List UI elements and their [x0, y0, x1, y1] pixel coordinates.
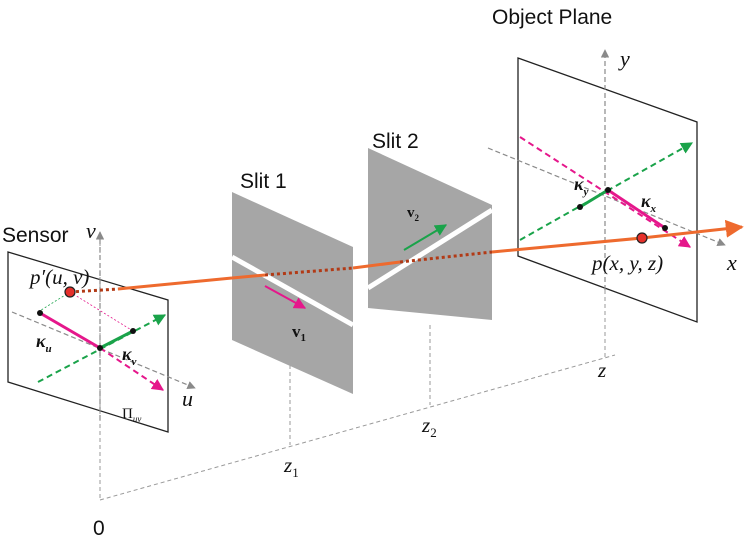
- sensor-green-guide: [37, 291, 71, 313]
- ray-segment-sensor: [69, 287, 119, 294]
- kappa-x-segment: [607, 188, 666, 230]
- y-axis-label: y: [618, 46, 630, 71]
- x-axis-label: x: [726, 250, 737, 275]
- kappa-y-segment: [579, 188, 609, 209]
- ground-guide-line: [99, 354, 616, 501]
- v1-arrow: [264, 285, 307, 309]
- object-dot-center: [605, 187, 611, 193]
- sensor-dot-left: [37, 310, 43, 316]
- v1-label: v1: [292, 322, 306, 344]
- slit2-opening: [366, 207, 494, 291]
- slit2-label: Slit 2: [372, 130, 419, 153]
- sensor-magenta-guide: [69, 291, 134, 332]
- object-dot-left: [577, 204, 583, 210]
- p-point-label: p(x, y, z): [590, 251, 663, 275]
- sensor-magenta-dashed: [99, 347, 164, 391]
- sensor-frame: [7, 251, 169, 433]
- ray-segment-a: [117, 276, 233, 291]
- kappa-v-segment: [99, 329, 134, 350]
- kappa-u-label: κu: [36, 331, 52, 355]
- z2-label: z2: [421, 413, 437, 440]
- object-plane-label: Object Plane: [492, 6, 612, 29]
- object-dot-right: [662, 225, 668, 231]
- kappa-v-label: κv: [122, 344, 137, 368]
- pi-uv-label: Πuv: [122, 406, 141, 424]
- object-frame: [517, 57, 698, 323]
- ray-segment-b: [231, 273, 266, 280]
- kappa-x-label: κx: [641, 191, 657, 215]
- slit-2: [366, 148, 494, 320]
- kappa-y-label: κy: [574, 174, 589, 198]
- p-prime-point: [64, 286, 76, 298]
- v-axis-label: v: [86, 218, 96, 243]
- slit-1: [230, 192, 355, 394]
- kappa-u-segment: [39, 311, 101, 350]
- object-x-axis: [487, 147, 726, 247]
- u-axis-label: u: [182, 386, 193, 411]
- slit1-label: Slit 1: [240, 170, 287, 193]
- origin-label: 0: [93, 517, 105, 540]
- ray-segment-f: [491, 236, 643, 254]
- sensor-label: Sensor: [2, 224, 69, 247]
- p-point: [636, 232, 648, 244]
- sensor-plane: [7, 231, 196, 433]
- sensor-dot-right: [130, 328, 136, 334]
- light-ray: [64, 219, 744, 298]
- v2-arrow: [403, 224, 448, 251]
- ray-segment-d: [352, 260, 401, 270]
- p-prime-label: p′(u, v): [28, 265, 89, 289]
- z-axis-label: z: [597, 358, 606, 382]
- slit1-opening: [230, 254, 355, 328]
- sensor-dot-center: [97, 345, 103, 351]
- ray-segment-g-arrow: [641, 219, 744, 240]
- ray-segment-c-dotted: [264, 266, 354, 277]
- v2-label: v2: [407, 205, 420, 223]
- z1-label: z1: [283, 453, 299, 480]
- object-plane: [487, 49, 726, 323]
- object-green-dashed: [519, 142, 694, 241]
